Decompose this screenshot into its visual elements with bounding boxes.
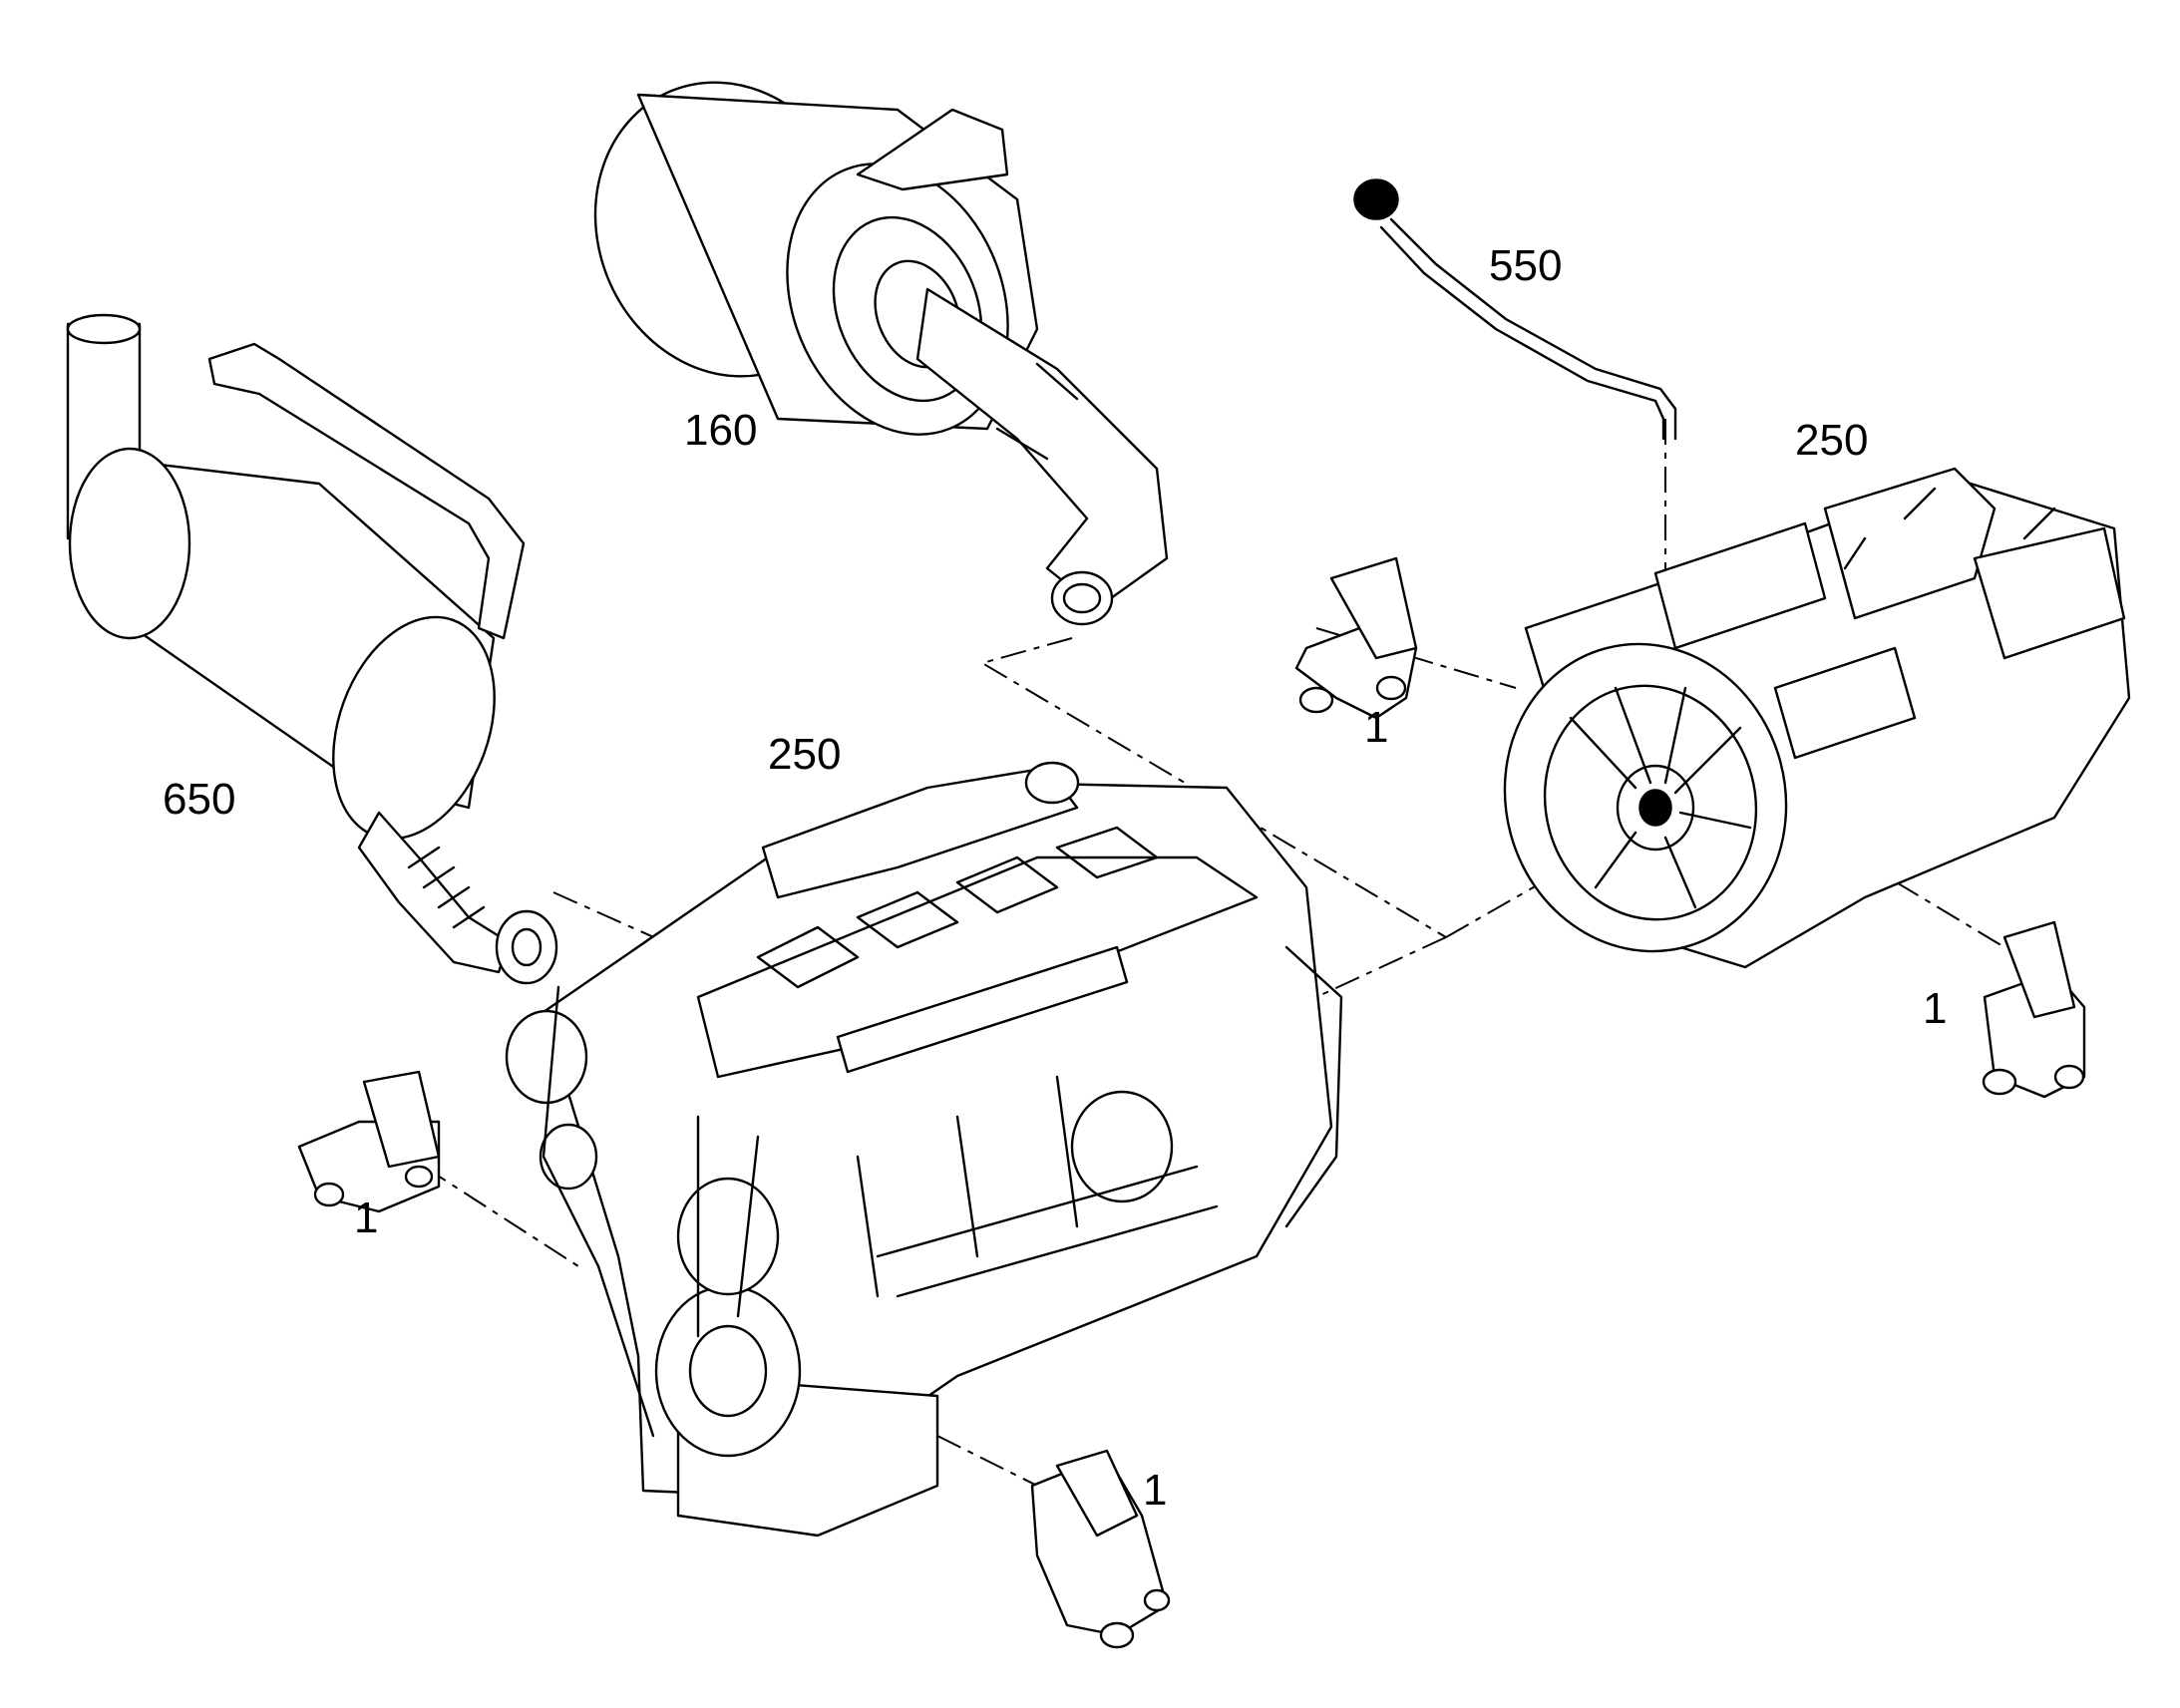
air-cleaner-icon <box>593 81 1169 626</box>
engine-mount-bracket-icon <box>297 1070 441 1213</box>
muffler-icon <box>66 313 558 985</box>
breather-hose-icon <box>1353 178 1677 441</box>
callout-mount-engine-front: 1 <box>354 1194 379 1242</box>
callout-mount-engine-rear: 1 <box>1143 1466 1168 1515</box>
callout-air-cleaner: 160 <box>684 406 758 455</box>
engine-mount-bracket-icon <box>1030 1449 1171 1649</box>
callout-transmission: 250 <box>1795 416 1869 465</box>
engine-icon <box>505 761 1343 1537</box>
callout-mount-transmission-left: 1 <box>1364 703 1389 752</box>
callout-mount-transmission-right: 1 <box>1923 984 1948 1033</box>
callout-engine: 250 <box>768 730 842 779</box>
engine-mount-bracket-icon <box>1982 920 2086 1099</box>
callout-muffler: 650 <box>163 775 236 824</box>
engine-mount-bracket-icon <box>1294 556 1418 720</box>
transmission-icon <box>1503 467 2131 969</box>
callout-breather-hose: 550 <box>1489 241 1563 290</box>
